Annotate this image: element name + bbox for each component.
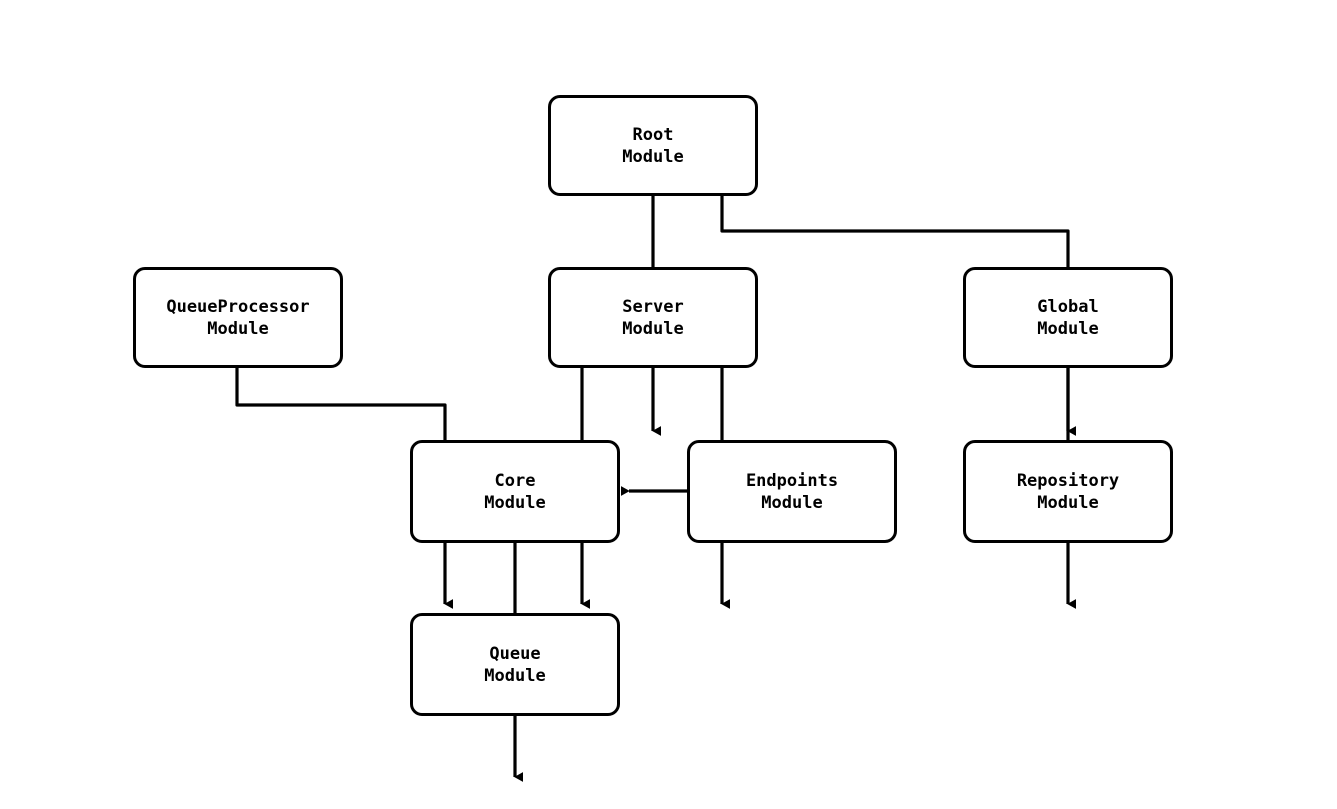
node-queueprocessor-module[interactable]: QueueProcessor Module [133,267,343,368]
node-server-module[interactable]: Server Module [548,267,758,368]
node-global-module[interactable]: Global Module [963,267,1173,368]
node-label: Endpoints Module [745,470,839,513]
node-label: QueueProcessor Module [166,296,310,339]
node-endpoints-module[interactable]: Endpoints Module [687,440,897,543]
node-label: Global Module [1037,296,1099,339]
node-label: Server Module [622,296,684,339]
node-repository-module[interactable]: Repository Module [963,440,1173,543]
node-label: Core Module [484,470,546,513]
node-label: Repository Module [1016,470,1120,513]
node-core-module[interactable]: Core Module [410,440,620,543]
node-root-module[interactable]: Root Module [548,95,758,196]
node-queue-module[interactable]: Queue Module [410,613,620,716]
node-label: Queue Module [484,643,546,686]
node-label: Root Module [622,124,684,167]
